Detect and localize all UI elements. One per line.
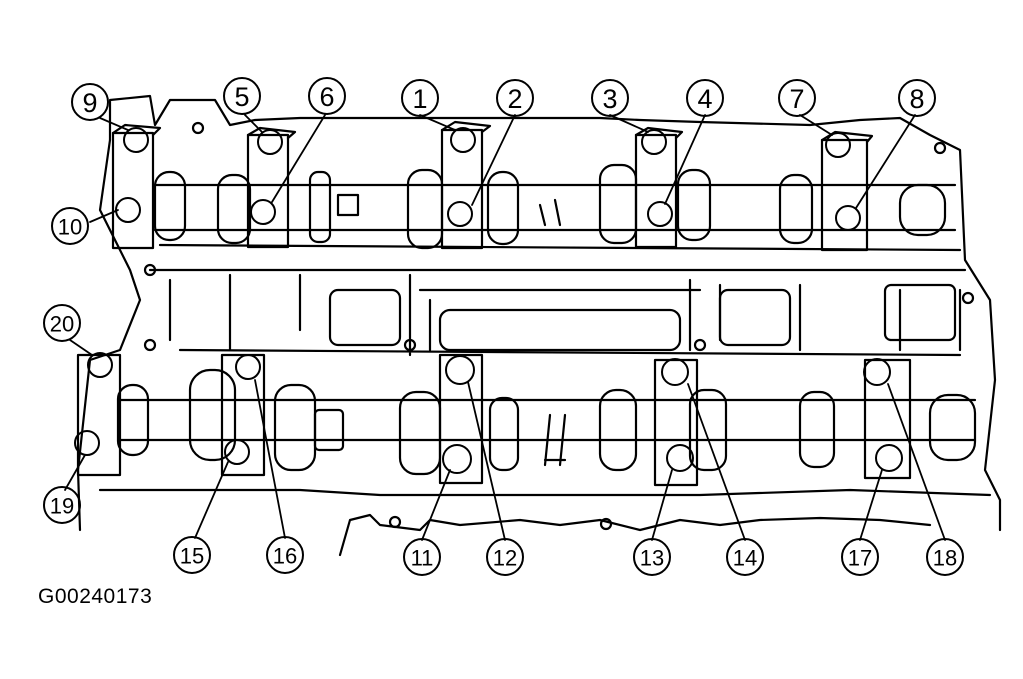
cylinder-head-left-edge — [76, 138, 142, 532]
bearing-cap-upper-4 — [634, 126, 684, 249]
callout-20: 20 — [50, 312, 74, 337]
callout-circles — [43, 77, 964, 576]
callout-7: 7 — [789, 84, 804, 114]
callout-6: 6 — [319, 82, 334, 112]
callout-16: 16 — [273, 544, 297, 569]
leader-lines — [64, 114, 946, 541]
casting-mid-wall — [148, 243, 967, 357]
bearing-cap-upper-5 — [820, 130, 874, 252]
cylinder-head-bottom-edge — [98, 488, 992, 497]
lower-camshaft — [116, 368, 977, 476]
bearing-cap-upper-1 — [111, 123, 162, 250]
bearing-cap-lower-3 — [438, 353, 484, 485]
callout-9: 9 — [82, 88, 97, 118]
callout-5: 5 — [234, 82, 249, 112]
callout-13: 13 — [640, 546, 664, 571]
callout-2: 2 — [507, 84, 522, 114]
figure-code-label: G00240173 — [38, 585, 153, 608]
bearing-cap-upper-2 — [246, 126, 297, 249]
callout-11: 11 — [411, 546, 434, 571]
callout-19: 19 — [50, 494, 74, 519]
bearing-cap-lower-5 — [863, 358, 912, 480]
callout-15: 15 — [180, 544, 204, 569]
bearing-cap-upper-3 — [440, 120, 492, 250]
callout-3: 3 — [602, 84, 617, 114]
callout-14: 14 — [733, 546, 757, 571]
bearing-cap-lower-1 — [76, 353, 122, 477]
callout-17: 17 — [848, 546, 872, 571]
cylinder-head-outline — [108, 94, 1002, 532]
callout-1: 1 — [412, 84, 427, 114]
callout-10: 10 — [58, 215, 82, 240]
upper-camshaft — [153, 163, 957, 250]
callout-18: 18 — [933, 546, 957, 571]
callout-12: 12 — [493, 546, 517, 571]
callout-4: 4 — [697, 84, 712, 114]
bolt-heads — [74, 127, 903, 474]
callout-8: 8 — [909, 84, 924, 114]
